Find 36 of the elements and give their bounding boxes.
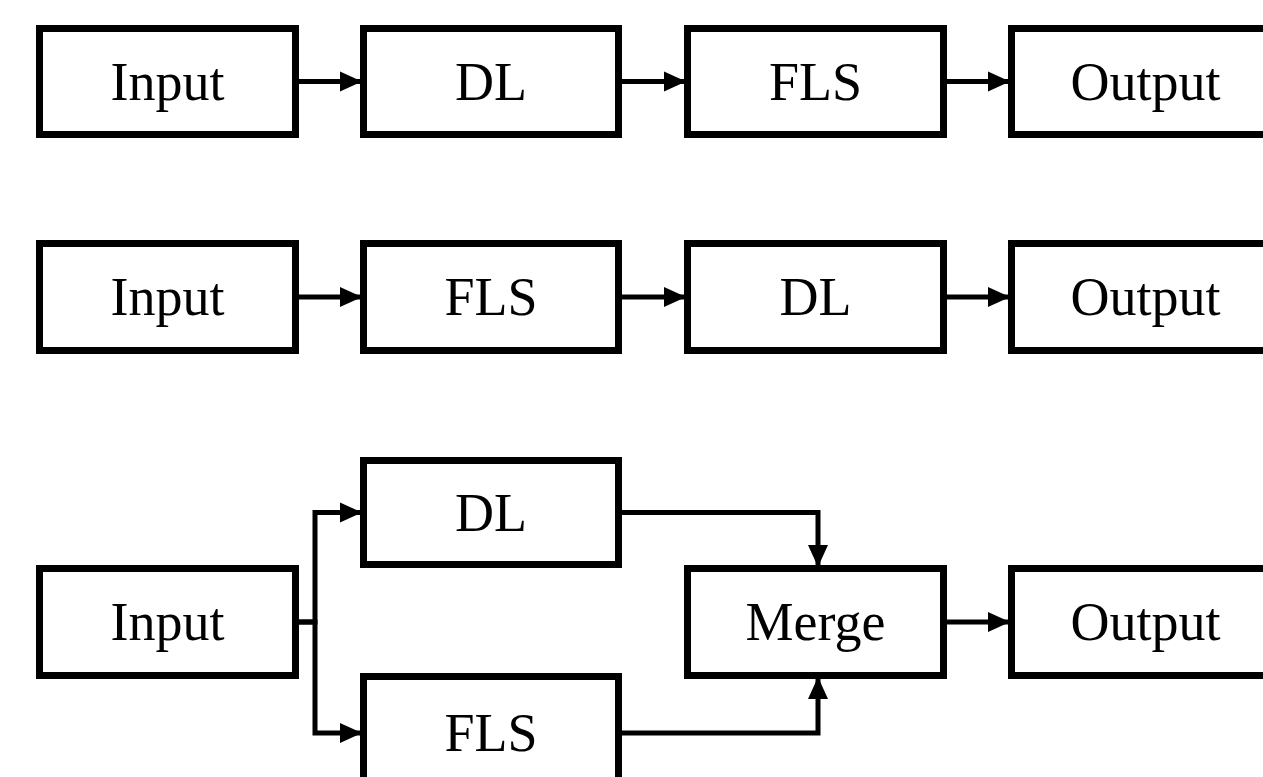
box-label: Input <box>110 266 225 328</box>
box-label: DL <box>779 266 852 328</box>
process-box <box>36 565 299 679</box>
arrow <box>622 71 686 92</box>
process-box <box>1008 240 1263 354</box>
process-box <box>360 25 622 138</box>
box-label: Merge <box>745 591 886 653</box>
box-label: DL <box>455 50 527 113</box>
process-box <box>1008 565 1263 679</box>
process-box <box>684 25 947 138</box>
process-box <box>684 565 947 679</box>
box-label: Input <box>110 50 225 113</box>
arrow <box>299 71 362 92</box>
process-box <box>360 457 622 568</box>
arrow <box>947 71 1010 92</box>
box-label: FLS <box>444 266 538 328</box>
arrow <box>299 619 362 743</box>
process-box <box>36 240 299 354</box>
box-label: Output <box>1070 50 1221 113</box>
arrow <box>622 287 686 307</box>
box-label: Output <box>1070 266 1221 328</box>
process-box <box>1008 25 1263 138</box>
process-box <box>360 240 622 354</box>
process-box <box>36 25 299 138</box>
box-label: FLS <box>768 50 863 113</box>
process-box <box>684 240 947 354</box>
box-label: Output <box>1070 591 1221 653</box>
box-label: Input <box>110 591 225 653</box>
arrow <box>622 510 828 567</box>
arrow <box>947 612 1010 632</box>
arrow <box>299 287 362 307</box>
box-label: FLS <box>444 702 538 764</box>
box-label: DL <box>455 481 527 544</box>
process-box <box>360 673 622 777</box>
arrow <box>947 287 1010 307</box>
arrow <box>622 677 828 736</box>
